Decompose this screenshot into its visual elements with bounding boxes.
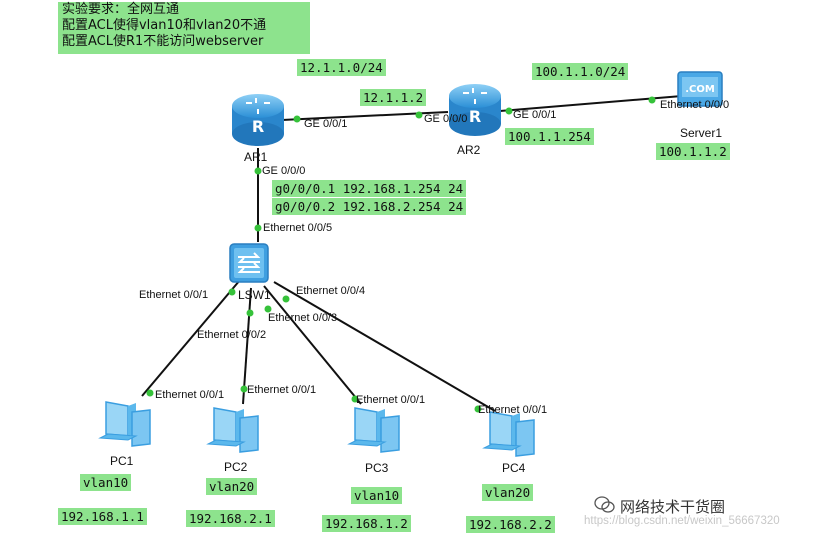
vlan-label: vlan20 — [206, 478, 258, 495]
port-dot — [254, 167, 262, 175]
link-lsw1-pc1 — [141, 279, 241, 397]
vlan-label: vlan20 — [482, 484, 534, 501]
device-label-pc4: PC4 — [502, 461, 526, 475]
ip-label: 100.1.1.254 — [505, 128, 594, 145]
device-label-ar1: AR1 — [244, 150, 268, 164]
port-label: Ethernet 0/0/2 — [197, 329, 267, 341]
router-icon[interactable]: R — [228, 92, 288, 148]
router-icon[interactable]: R — [445, 82, 505, 138]
port-label: Ethernet 0/0/3 — [268, 312, 338, 324]
wechat-icon — [594, 496, 615, 513]
port-label: Ethernet 0/0/1 — [247, 384, 317, 396]
port-label: Ethernet 0/0/0 — [660, 99, 730, 111]
vlan-label: vlan10 — [351, 487, 403, 504]
vlan-label: vlan10 — [80, 474, 132, 491]
pc-icon[interactable] — [347, 404, 403, 456]
requirement-line-2: 配置ACL使得vlan10和vlan20不通 — [62, 18, 267, 33]
brand-label: 网络技术干货圈 — [620, 498, 726, 516]
port-label: Ethernet 0/0/1 — [478, 404, 548, 416]
port-dot — [146, 389, 154, 397]
port-label: GE 0/0/1 — [304, 118, 348, 130]
requirement-line-1: 实验要求：全网互通 — [62, 2, 180, 17]
port-dot — [246, 309, 254, 317]
ip-label: 192.168.2.2 — [466, 516, 555, 533]
port-label: Ethernet 0/0/5 — [263, 222, 333, 234]
pc-icon[interactable] — [206, 404, 262, 456]
link-lsw1-pc4 — [273, 281, 496, 412]
watermark-url: https://blog.csdn.net/weixin_56667320 — [584, 515, 780, 527]
svg-text:R: R — [252, 117, 264, 136]
port-dot — [505, 107, 513, 115]
port-dot — [474, 405, 482, 413]
device-label-pc1: PC1 — [110, 454, 134, 468]
port-label: Ethernet 0/0/1 — [356, 394, 426, 406]
port-dot — [351, 395, 359, 403]
port-label: Ethernet 0/0/1 — [155, 389, 225, 401]
ip-label: 100.1.1.2 — [656, 143, 730, 160]
device-label-ar2: AR2 — [457, 143, 481, 157]
device-label-pc2: PC2 — [224, 460, 248, 474]
requirements-note: 实验要求：全网互通 配置ACL使得vlan10和vlan20不通 配置ACL使R… — [58, 2, 310, 54]
switch-icon[interactable] — [226, 240, 272, 286]
pc-icon[interactable] — [482, 408, 538, 460]
network-label: 100.1.1.0/24 — [532, 63, 629, 80]
ip-label: 12.1.1.2 — [360, 89, 427, 106]
subinterface-label: g0/0/0.1 192.168.1.254 24 — [272, 180, 467, 197]
ip-label: 192.168.1.2 — [322, 515, 411, 532]
network-label: 12.1.1.0/24 — [297, 59, 386, 76]
port-dot — [254, 224, 262, 232]
requirement-line-3: 配置ACL使R1不能访问webserver — [62, 34, 264, 49]
port-label: Ethernet 0/0/4 — [296, 285, 366, 297]
device-label-lsw1: LSW1 — [238, 288, 271, 302]
pc-icon[interactable] — [98, 398, 154, 450]
ip-label: 192.168.1.1 — [58, 508, 147, 525]
port-label: GE 0/0/0 — [262, 165, 306, 177]
link-lsw1-pc2 — [242, 287, 252, 405]
server-badge: .COM — [685, 84, 715, 95]
device-label-server1: Server1 — [680, 126, 723, 140]
port-dot — [228, 288, 236, 296]
port-dot — [648, 96, 656, 104]
port-dot — [293, 115, 301, 123]
port-label: Ethernet 0/0/1 — [139, 289, 209, 301]
port-label: GE 0/0/0 — [424, 113, 468, 125]
port-dot — [264, 305, 272, 313]
link-lsw1-pc3 — [263, 285, 362, 405]
svg-text:R: R — [469, 107, 481, 126]
port-dot — [415, 111, 423, 119]
device-label-pc3: PC3 — [365, 461, 389, 475]
port-dot — [282, 295, 290, 303]
port-label: GE 0/0/1 — [513, 109, 557, 121]
server-icon[interactable]: .COM — [676, 70, 724, 108]
port-dot — [240, 385, 248, 393]
ip-label: 192.168.2.1 — [186, 510, 275, 527]
subinterface-label: g0/0/0.2 192.168.2.254 24 — [272, 198, 467, 215]
